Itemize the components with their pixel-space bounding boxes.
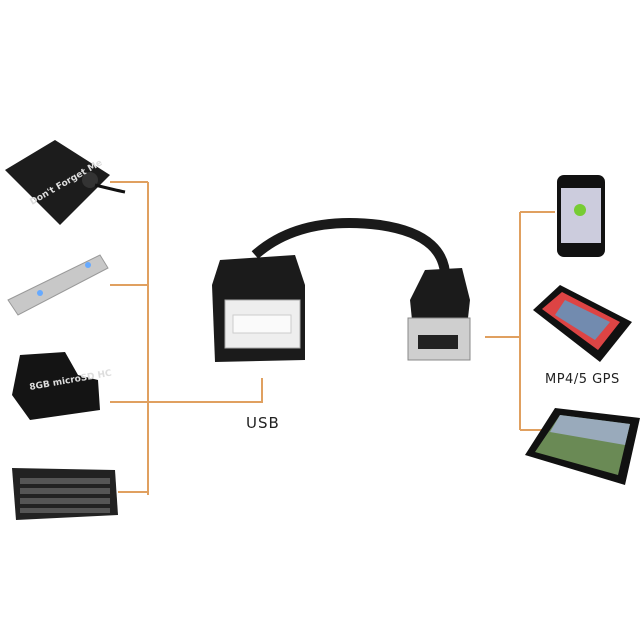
usb-hub-image: Don't Forget Me [5, 140, 126, 225]
connector-lines [110, 181, 555, 495]
left-branch-lines [110, 181, 148, 493]
otg-cable-image [212, 218, 471, 362]
mp4-gps-label: MP4/5 GPS [545, 372, 620, 387]
tablet-image [525, 408, 640, 485]
mp4-player-image [533, 285, 632, 362]
usb-link-line [148, 378, 263, 403]
keyboard-image [12, 468, 118, 520]
smartphone-image [557, 175, 605, 257]
usb-flash-drive-image [7, 254, 109, 316]
microsd-card-image: 8GB microSD HC [12, 352, 113, 420]
micro-usb-connector [410, 268, 470, 320]
usb-label: USB [246, 414, 280, 432]
